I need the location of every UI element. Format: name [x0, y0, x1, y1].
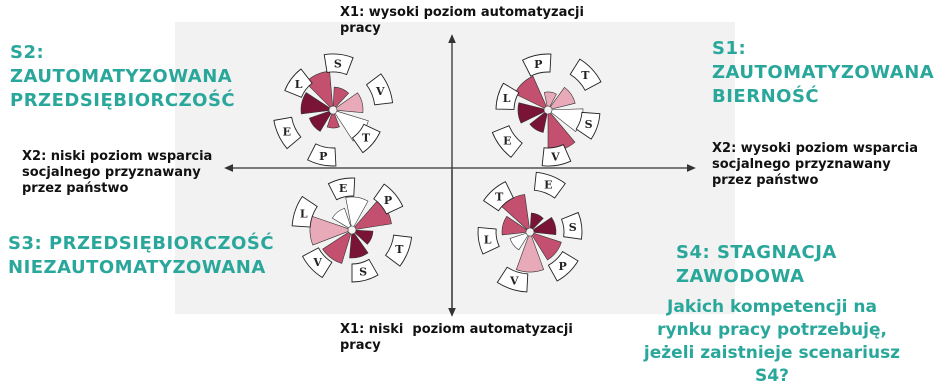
wheel-letter: S	[569, 221, 577, 234]
wheel-letter: P	[384, 194, 392, 207]
wheel-letter: L	[503, 92, 511, 105]
axis-label-left-line-1: X2: niski poziom wsparcia	[22, 149, 212, 165]
wheel-letter: E	[544, 178, 552, 191]
axis-label-right-line-1: X2: wysoki poziom wsparcia	[712, 141, 918, 157]
scenario-wheel-tl: S V T P E L	[274, 54, 393, 166]
wheel-letter: V	[509, 275, 519, 288]
scenario-s3: S3: PRZEDSIĘBIORCZOŚĆ NIEZAUTOMATYZOWANA	[8, 232, 274, 280]
scenario-s2-line-1: S2:	[10, 41, 235, 65]
scenario-s4-line-2: ZAWODOWA	[676, 265, 837, 289]
wheel-letter: T	[581, 69, 590, 82]
axis-label-left: X2: niski poziom wsparcia socjalnego prz…	[22, 149, 212, 197]
wheel-letter: E	[503, 135, 511, 148]
wheel-letter: T	[495, 191, 504, 204]
wheel-letter: S	[359, 266, 367, 279]
wheel-letter: L	[295, 78, 303, 91]
wheel-letter: L	[484, 233, 492, 246]
scenario-s4: S4: STAGNACJA ZAWODOWA	[676, 241, 837, 289]
wheel-letter: S	[585, 118, 593, 131]
scenario-wheel-tr: T S V E L P	[492, 54, 601, 166]
axis-label-top: X1: wysoki poziom automatyzacji pracy	[340, 5, 584, 37]
axis-label-right: X2: wysoki poziom wsparcia socjalnego pr…	[712, 141, 918, 189]
wheel-letter: V	[375, 85, 385, 98]
axis-label-right-line-2: socjalnego przyznawany	[712, 157, 918, 173]
wheel-letter: P	[559, 260, 567, 273]
scenario-s3-line-1: S3: PRZEDSIĘBIORCZOŚĆ	[8, 232, 274, 256]
axis-label-bottom-line-1: X1: niski poziom automatyzacji	[340, 322, 573, 338]
question-line-1: Jakich kompetencji na	[612, 296, 932, 319]
scenario-s1-line-3: BIERNOŚĆ	[712, 85, 934, 109]
scenario-wheel-bl: E P T S V L	[292, 178, 411, 282]
scenario-s1: S1: ZAUTOMATYZOWANA BIERNOŚĆ	[712, 37, 934, 109]
scenario-s2: S2: ZAUTOMATYZOWANA PRZEDSIĘBIORCZOŚĆ	[10, 41, 235, 113]
wheel-letter: T	[395, 243, 404, 256]
scenario-s3-line-2: NIEZAUTOMATYZOWANA	[8, 256, 274, 280]
question-line-2: rynku pracy potrzebuję,	[612, 319, 932, 342]
wheel-letter: E	[339, 182, 347, 195]
scenario-s4-line-1: S4: STAGNACJA	[676, 241, 837, 265]
scenario-question: Jakich kompetencji na rynku pracy potrze…	[612, 296, 932, 388]
axis-label-right-line-3: przez państwo	[712, 173, 918, 189]
wheel-letter: V	[312, 256, 322, 269]
wheel-fragment	[309, 111, 331, 131]
wheel-letter: P	[534, 58, 542, 71]
scenario-s2-line-2: ZAUTOMATYZOWANA	[10, 65, 235, 89]
axis-label-top-line-2: pracy	[340, 21, 584, 37]
question-line-3: jeżeli zaistnieje scenariusz	[612, 342, 932, 365]
scenario-s2-line-3: PRZEDSIĘBIORCZOŚĆ	[10, 89, 235, 113]
wheel-letter: V	[550, 150, 560, 163]
axis-label-left-line-3: przez państwo	[22, 181, 212, 197]
scenario-s1-line-2: ZAUTOMATYZOWANA	[712, 61, 934, 85]
wheel-letter: S	[334, 57, 342, 70]
wheel-letter: T	[362, 132, 371, 145]
axis-label-bottom-line-2: pracy	[340, 338, 573, 354]
wheel-letter: L	[300, 207, 308, 220]
wheel-letter: E	[283, 126, 291, 139]
axis-label-top-line-1: X1: wysoki poziom automatyzacji	[340, 5, 584, 21]
scenario-wheel-br: T E S P V L	[478, 172, 582, 292]
axis-label-bottom: X1: niski poziom automatyzacji pracy	[340, 322, 573, 354]
axis-label-left-line-2: socjalnego przyznawany	[22, 165, 212, 181]
wheel-letter: P	[319, 150, 327, 163]
scenario-s1-line-1: S1:	[712, 37, 934, 61]
